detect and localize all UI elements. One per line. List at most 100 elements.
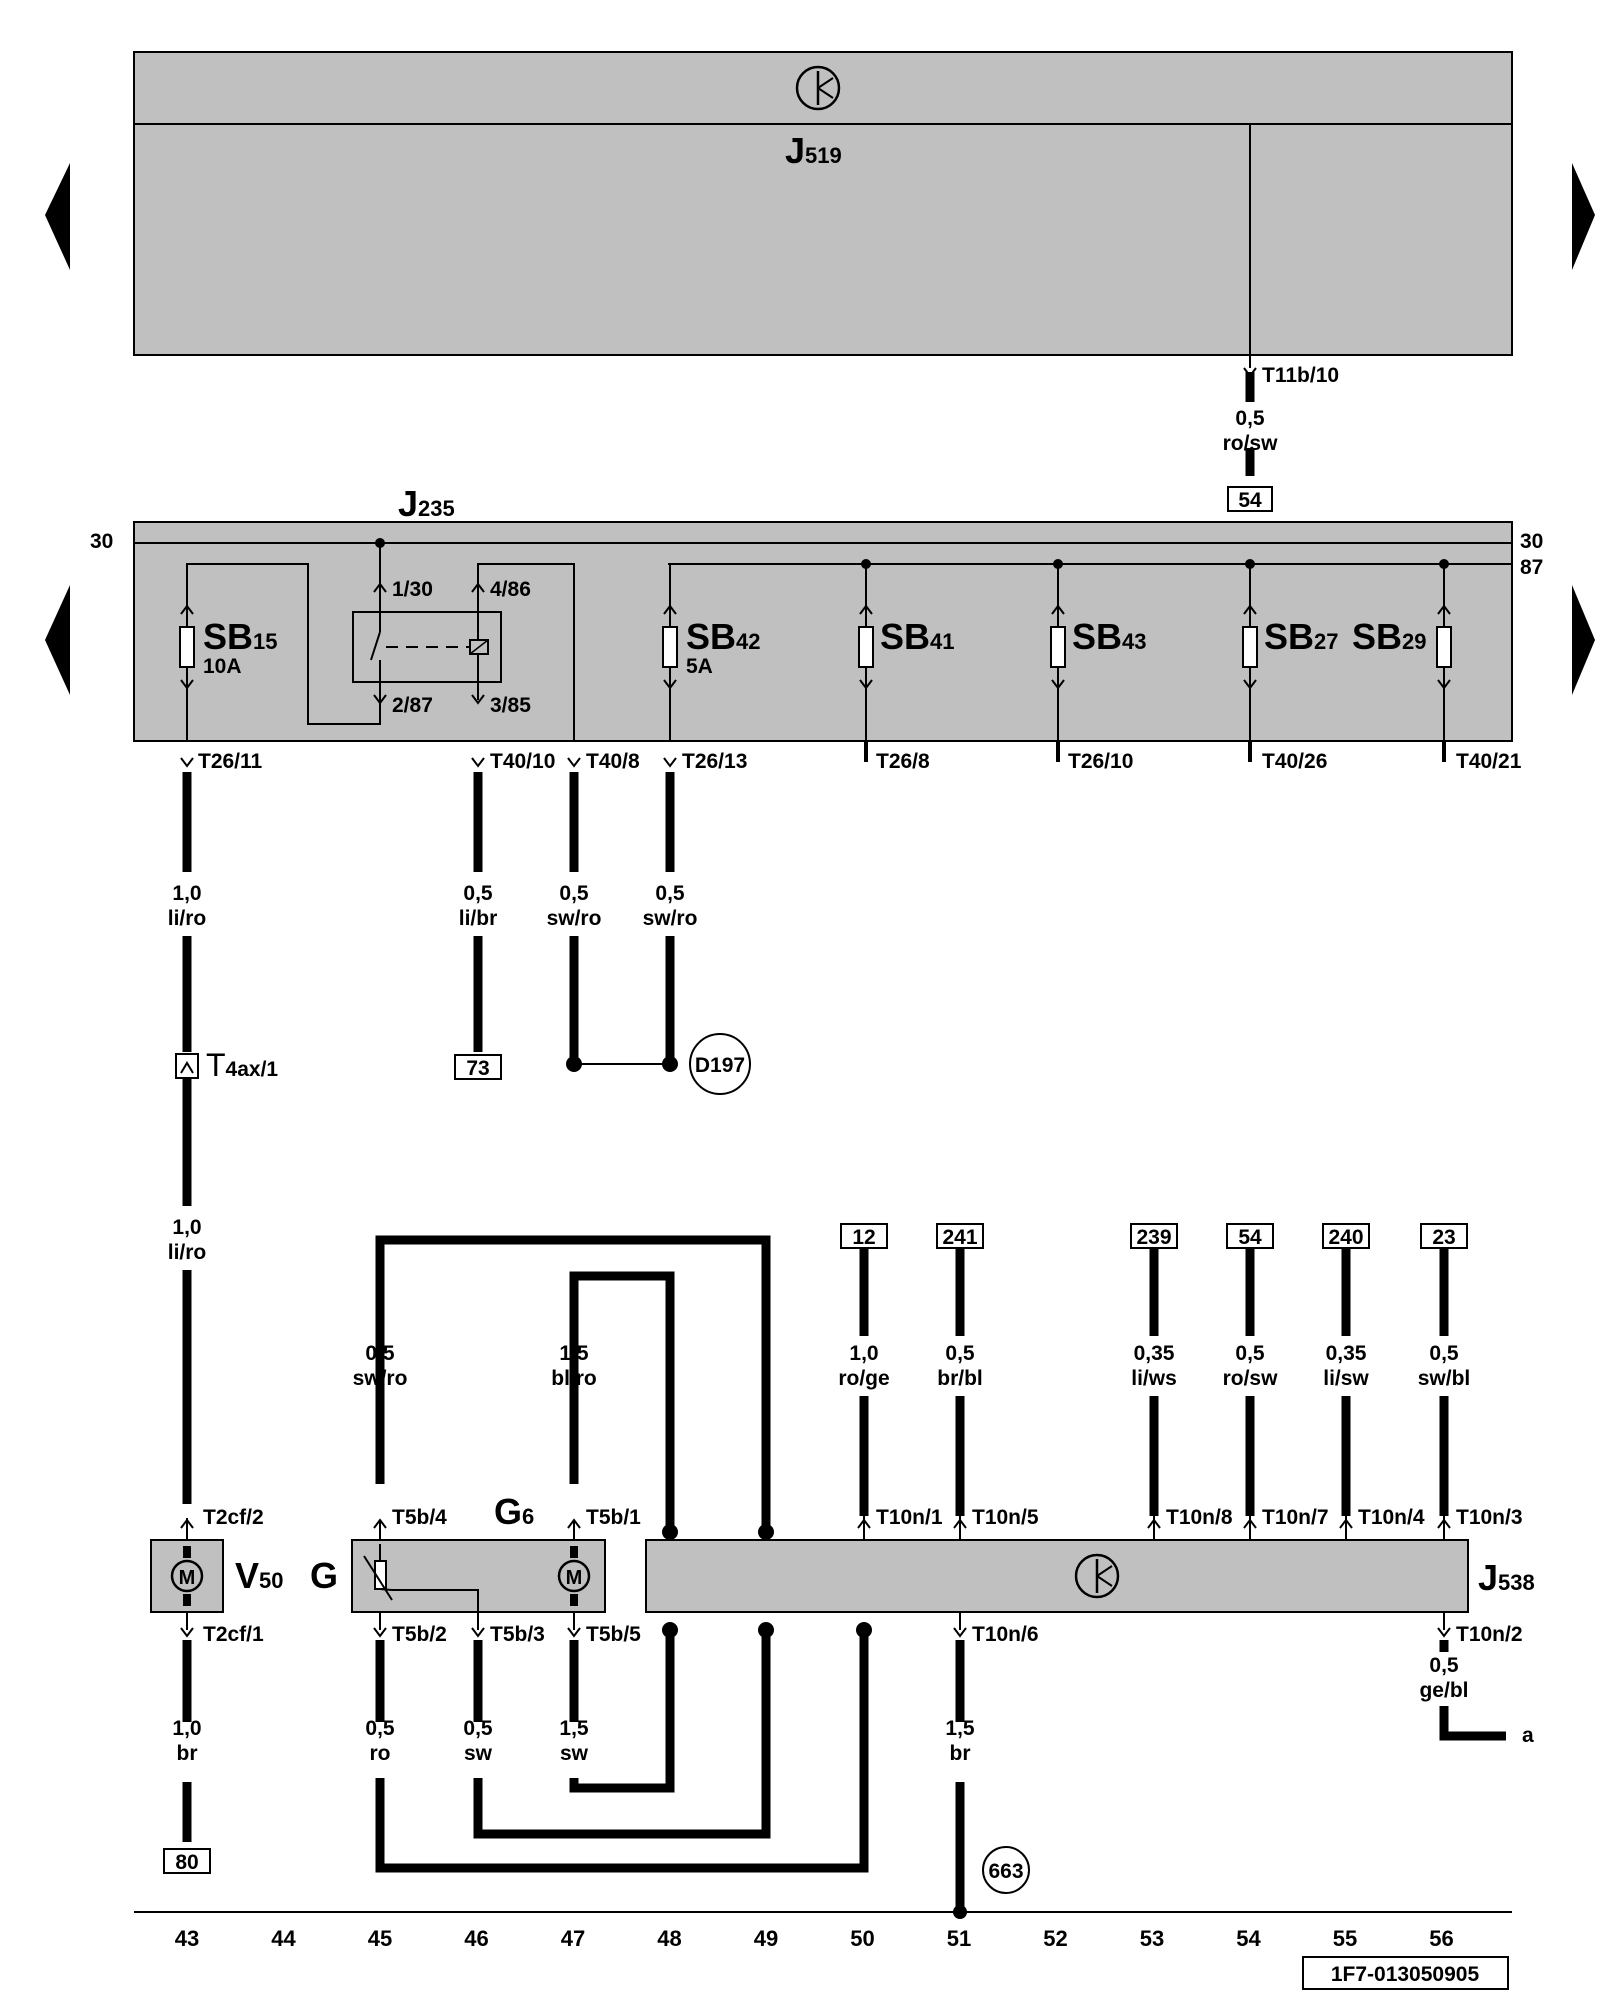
nav-prev-arrow-mid[interactable] bbox=[45, 585, 70, 695]
fuse-sb15 bbox=[179, 564, 195, 741]
fuse-sb27 bbox=[1242, 564, 1258, 741]
svg-text:sw/ro: sw/ro bbox=[643, 907, 698, 930]
ref-label: 12 bbox=[852, 1226, 875, 1249]
ref-label: 241 bbox=[942, 1226, 977, 1249]
ground-point-663 bbox=[982, 1846, 1030, 1894]
svg-text:T26/11: T26/11 bbox=[198, 750, 263, 773]
svg-text:T40/10: T40/10 bbox=[490, 750, 555, 773]
pin-arrow bbox=[567, 757, 581, 768]
j235-module bbox=[133, 521, 1513, 742]
svg-text:1/30: 1/30 bbox=[392, 578, 433, 601]
j538-module bbox=[645, 1539, 1469, 1613]
column-number: 51 bbox=[947, 1926, 971, 1951]
control-unit-icon bbox=[795, 65, 841, 111]
svg-text:1,0: 1,0 bbox=[172, 1216, 201, 1239]
nav-next-arrow-mid[interactable] bbox=[1572, 585, 1595, 695]
wire-size: 0,5 bbox=[1429, 1342, 1459, 1365]
svg-text:T10n/6: T10n/6 bbox=[972, 1623, 1039, 1646]
fuse-sb15-label: SB15 bbox=[203, 616, 278, 657]
svg-text:0,5: 0,5 bbox=[463, 1717, 493, 1740]
motor-icon bbox=[557, 1559, 591, 1593]
column-number: 52 bbox=[1043, 1926, 1067, 1951]
svg-text:ge/bl: ge/bl bbox=[1419, 1679, 1468, 1702]
svg-text:T10n/1: T10n/1 bbox=[876, 1506, 943, 1529]
column-number: 46 bbox=[464, 1926, 488, 1951]
wire-to-j538: 230,5sw/bl bbox=[1418, 1223, 1470, 1540]
svg-text:T5b/1: T5b/1 bbox=[586, 1506, 641, 1529]
svg-text:T40/8: T40/8 bbox=[586, 750, 640, 773]
ref-box bbox=[1227, 486, 1273, 512]
wire-size: 0,35 bbox=[1134, 1342, 1175, 1365]
j519-label: J519 bbox=[785, 130, 842, 171]
svg-text:T2cf/2: T2cf/2 bbox=[203, 1506, 264, 1529]
svg-text:1,0: 1,0 bbox=[172, 882, 201, 905]
svg-text:5A: 5A bbox=[686, 655, 713, 678]
svg-text:T40/26: T40/26 bbox=[1262, 750, 1327, 773]
svg-text:80: 80 bbox=[175, 1851, 198, 1874]
ground-point-d197 bbox=[689, 1033, 751, 1095]
column-number: 53 bbox=[1140, 1926, 1164, 1951]
column-number: 45 bbox=[368, 1926, 392, 1951]
rail-87-right: 87 bbox=[1520, 556, 1543, 579]
fuse-sb27-label: SB27 bbox=[1264, 616, 1339, 657]
svg-text:T5b/3: T5b/3 bbox=[490, 1623, 545, 1646]
fuse-sb29 bbox=[1436, 564, 1452, 741]
svg-text:sw/ro: sw/ro bbox=[547, 907, 602, 930]
column-number: 50 bbox=[850, 1926, 874, 1951]
j538-label: J538 bbox=[1478, 1557, 1535, 1598]
continuation-a: a bbox=[1522, 1724, 1534, 1747]
connector-t4ax bbox=[175, 1053, 199, 1079]
fuse-sb41-label: SB41 bbox=[880, 616, 955, 657]
j235-label: J235 bbox=[398, 483, 455, 524]
svg-text:bl/ro: bl/ro bbox=[551, 1367, 597, 1390]
motor-icon bbox=[170, 1559, 204, 1593]
wire-color: li/ws bbox=[1131, 1367, 1177, 1390]
svg-text:M: M bbox=[179, 1567, 196, 1589]
svg-text:br: br bbox=[950, 1742, 971, 1765]
rail-30-left: 30 bbox=[90, 530, 113, 553]
wire-color: ro/sw bbox=[1223, 432, 1279, 455]
pin-arrow bbox=[180, 757, 194, 768]
svg-text:T5b/2: T5b/2 bbox=[392, 1623, 447, 1646]
svg-text:1,5: 1,5 bbox=[945, 1717, 975, 1740]
wire-color: ro/ge bbox=[838, 1367, 889, 1390]
ref-box bbox=[840, 1223, 888, 1249]
fuse-sb42 bbox=[662, 564, 678, 741]
svg-text:1,0: 1,0 bbox=[172, 1717, 201, 1740]
svg-text:T40/21: T40/21 bbox=[1456, 750, 1522, 773]
column-number: 56 bbox=[1429, 1926, 1453, 1951]
svg-text:T10n/4: T10n/4 bbox=[1358, 1506, 1425, 1529]
svg-text:0,5: 0,5 bbox=[559, 882, 589, 905]
ref-label: 240 bbox=[1328, 1226, 1363, 1249]
wire-color: li/sw bbox=[1323, 1367, 1369, 1390]
svg-text:sw: sw bbox=[464, 1742, 493, 1765]
fuse-sb42-label: SB42 bbox=[686, 616, 761, 657]
svg-text:T10n/5: T10n/5 bbox=[972, 1506, 1039, 1529]
doc-number-box bbox=[1302, 1956, 1509, 1990]
wire-color: br/bl bbox=[937, 1367, 983, 1390]
svg-text:ro: ro bbox=[370, 1742, 391, 1765]
doc-number: 1F7-013050905 bbox=[1331, 1963, 1480, 1986]
svg-text:0,5: 0,5 bbox=[1429, 1654, 1459, 1677]
svg-text:sw: sw bbox=[560, 1742, 589, 1765]
wire-to-j538: 121,0ro/ge bbox=[838, 1223, 890, 1540]
svg-text:li/ro: li/ro bbox=[168, 1241, 207, 1264]
ref-box bbox=[1226, 1223, 1274, 1249]
wire-size: 0,5 bbox=[1235, 1342, 1265, 1365]
svg-text:T5b/5: T5b/5 bbox=[586, 1623, 641, 1646]
svg-text:0,5: 0,5 bbox=[365, 1342, 395, 1365]
nav-prev-arrow-top[interactable] bbox=[45, 163, 70, 270]
svg-text:0,5: 0,5 bbox=[655, 882, 685, 905]
ref-box bbox=[163, 1848, 211, 1874]
column-number: 47 bbox=[561, 1926, 585, 1951]
nav-next-arrow-top[interactable] bbox=[1572, 163, 1595, 270]
svg-text:663: 663 bbox=[988, 1860, 1023, 1883]
svg-text:M: M bbox=[566, 1567, 583, 1589]
ref-label: 239 bbox=[1136, 1226, 1171, 1249]
svg-text:br: br bbox=[177, 1742, 198, 1765]
